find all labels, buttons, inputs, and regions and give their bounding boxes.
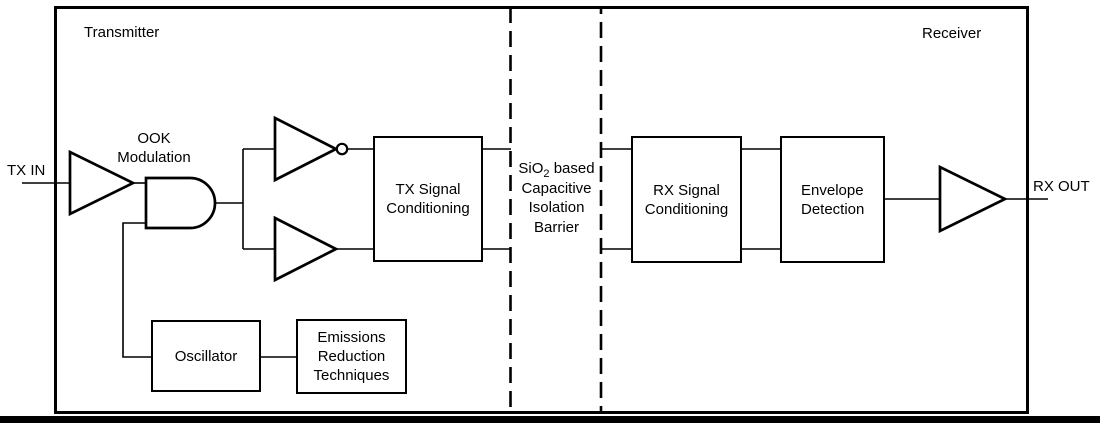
ook-and-gate-icon bbox=[144, 176, 217, 230]
block-label-line: Detection bbox=[801, 200, 865, 218]
inverter-icon bbox=[273, 115, 349, 183]
page-edge-bar bbox=[0, 416, 1100, 423]
barrier-label-line: Barrier bbox=[533, 218, 579, 236]
tx-in-port-label: TX IN bbox=[7, 162, 46, 179]
barrier-label-line: Isolation bbox=[528, 199, 585, 216]
block-rx-signal-conditioning: RX Signal Conditioning bbox=[631, 136, 742, 263]
non-inverting-buffer-icon bbox=[273, 215, 339, 283]
block-oscillator: Oscillator bbox=[151, 320, 261, 392]
block-label-line: Techniques bbox=[313, 367, 390, 384]
wire-oscillator-feedback bbox=[122, 222, 151, 358]
block-label-line: Conditioning bbox=[644, 200, 729, 218]
block-label-line: Oscillator bbox=[174, 347, 238, 365]
block-envelope-detection: Envelope Detection bbox=[780, 136, 885, 263]
ook-modulation-line: OOK bbox=[137, 130, 171, 147]
block-label-line: Reduction bbox=[317, 348, 386, 365]
block-tx-signal-conditioning: TX Signal Conditioning bbox=[373, 136, 483, 262]
wires bbox=[22, 148, 1048, 358]
tx-input-buffer-icon bbox=[68, 149, 137, 217]
device-outline bbox=[54, 6, 1029, 414]
ook-modulation-label: OOK Modulation bbox=[104, 129, 204, 167]
ook-modulation-line: Modulation bbox=[117, 149, 191, 166]
block-label-line: Envelope bbox=[801, 181, 864, 199]
block-label-line: Conditioning bbox=[386, 200, 470, 217]
rx-out-port-label: RX OUT bbox=[1033, 178, 1090, 195]
rx-output-buffer-icon bbox=[938, 164, 1009, 234]
block-emissions-reduction: Emissions Reduction Techniques bbox=[296, 319, 407, 394]
barrier-label-line: SiO2 based bbox=[518, 160, 595, 180]
block-label-line: TX Signal bbox=[395, 181, 461, 198]
receiver-region-label: Receiver bbox=[922, 25, 982, 42]
barrier-label-line: Capacitive bbox=[521, 179, 592, 197]
isolation-barrier-label: SiO2 based Capacitive Isolation Barrier bbox=[509, 159, 604, 237]
block-label-line: Emissions bbox=[317, 329, 386, 346]
transmitter-region-label: Transmitter bbox=[84, 24, 160, 41]
inverter-bubble-icon bbox=[335, 142, 349, 156]
block-label-line: RX Signal bbox=[653, 181, 720, 199]
